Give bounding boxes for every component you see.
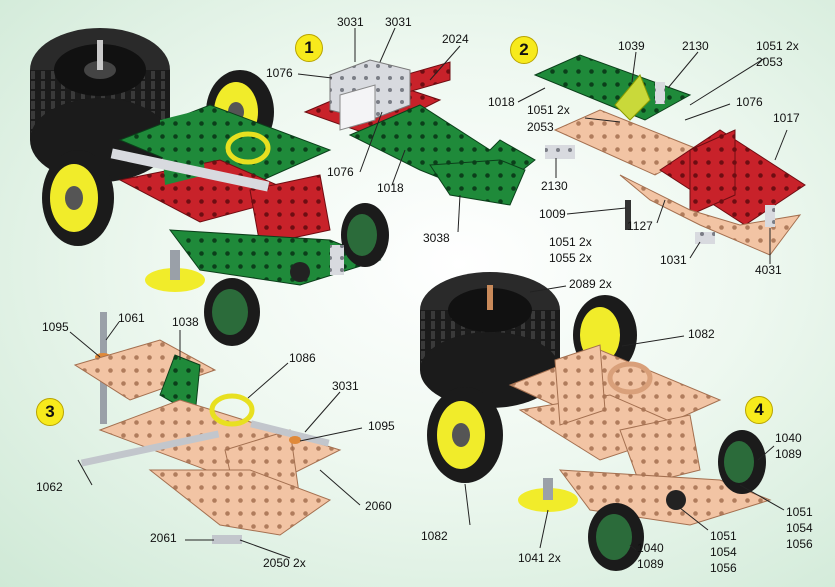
- part-label-2050: 2050 2x: [263, 556, 306, 570]
- part-label-3031: 3031: [332, 379, 359, 393]
- part-label-1082: 1082: [688, 327, 715, 341]
- part-label-1055: 1055 2x: [549, 251, 592, 265]
- part-label-1017: 1017: [773, 111, 800, 125]
- part-label-3031: 3031: [385, 15, 412, 29]
- part-label-1038: 1038: [172, 315, 199, 329]
- part-label-1056: 1056: [710, 561, 737, 575]
- part-label-2061: 2061: [150, 531, 177, 545]
- part-label-1018: 1018: [488, 95, 515, 109]
- part-label-1061: 1061: [118, 311, 145, 325]
- part-label-2053: 2053: [527, 120, 554, 134]
- leader-lines: [69, 27, 788, 559]
- part-label-1041: 1041 2x: [518, 551, 561, 565]
- part-label-1018: 1018: [377, 181, 404, 195]
- step-badge-2: 2: [510, 36, 538, 64]
- part-label-2130: 2130: [541, 179, 568, 193]
- part-label-1054: 1054: [710, 545, 737, 559]
- part-label-2060: 2060: [365, 499, 392, 513]
- part-label-1127: 1127: [627, 219, 653, 233]
- assembled-colored-model: [30, 28, 389, 346]
- step2-parts: [533, 54, 806, 256]
- part-label-1051: 1051: [786, 505, 813, 519]
- part-label-1086: 1086: [289, 351, 316, 365]
- step4-parts: [420, 272, 772, 571]
- part-label-1076: 1076: [266, 66, 293, 80]
- part-label-1040: 1040: [775, 431, 802, 445]
- step1-parts: [303, 59, 536, 206]
- step-badge-3: 3: [36, 398, 64, 426]
- part-label-2024: 2024: [442, 32, 469, 46]
- part-label-3038: 3038: [423, 231, 450, 245]
- part-label-1089: 1089: [637, 557, 664, 571]
- part-label-1095: 1095: [42, 320, 69, 334]
- part-label-1076: 1076: [736, 95, 763, 109]
- part-label-2130: 2130: [682, 39, 709, 53]
- part-label-1062: 1062: [36, 480, 63, 494]
- part-label-1039: 1039: [618, 39, 645, 53]
- part-label-1095: 1095: [368, 419, 395, 433]
- step-badge-1: 1: [295, 34, 323, 62]
- part-label-1051: 1051 2x: [527, 103, 570, 117]
- step-badge-4: 4: [745, 396, 773, 424]
- part-label-1051: 1051 2x: [549, 235, 592, 249]
- part-label-1040: 1040: [637, 541, 664, 555]
- part-label-1056: 1056: [786, 537, 813, 551]
- part-label-1054: 1054: [786, 521, 813, 535]
- part-label-1051: 1051 2x: [756, 39, 799, 53]
- part-label-1089: 1089: [775, 447, 802, 461]
- step3-parts: [73, 312, 342, 544]
- part-label-1009: 1009: [539, 207, 566, 221]
- part-label-4031: 4031: [755, 263, 782, 277]
- part-label-3031: 3031: [337, 15, 364, 29]
- part-label-1051: 1051: [710, 529, 737, 543]
- part-label-1076: 1076: [327, 165, 354, 179]
- part-label-1082: 1082: [421, 529, 448, 543]
- part-label-2089: 2089 2x: [569, 277, 612, 291]
- part-label-1031: 1031: [660, 253, 687, 267]
- part-label-2053: 2053: [756, 55, 783, 69]
